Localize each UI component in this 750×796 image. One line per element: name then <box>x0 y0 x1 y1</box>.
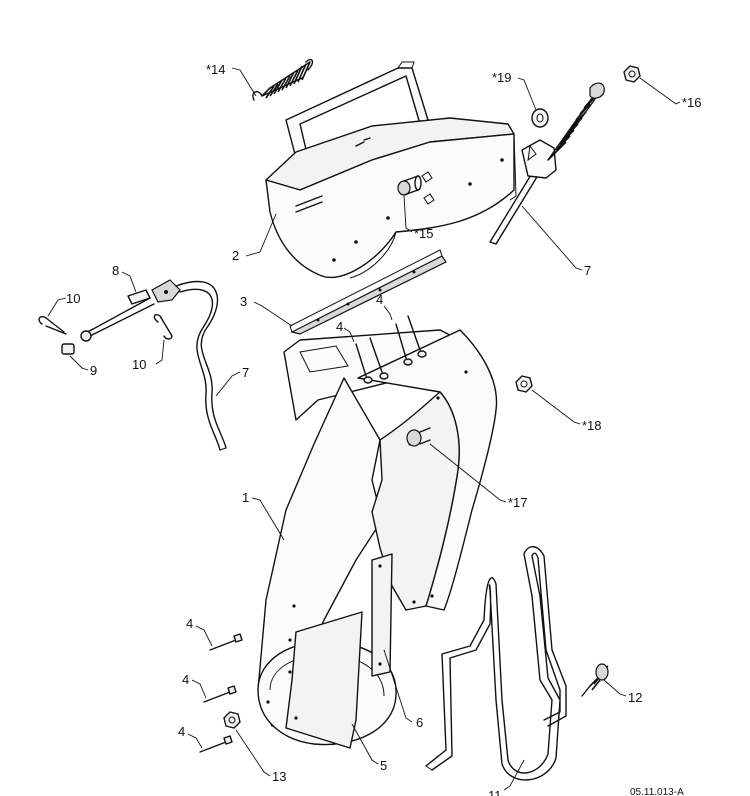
callout-1: 1 <box>242 490 249 505</box>
callout-11: 11 <box>488 788 502 796</box>
callout-15: *15 <box>414 226 434 241</box>
part-19-washer <box>531 108 549 128</box>
callout-5: 5 <box>380 758 387 773</box>
callout-14: *14 <box>206 62 226 77</box>
part-1-chute <box>257 329 498 749</box>
part-2-deflector <box>265 61 517 279</box>
callout-4-bottom-c: 4 <box>178 724 185 739</box>
part-13-nut <box>223 711 241 729</box>
callout-9: 9 <box>90 363 97 378</box>
callout-4-bottom-a: 4 <box>186 616 193 631</box>
callout-3: 3 <box>240 294 247 309</box>
callout-8: 8 <box>112 263 119 278</box>
callout-7-right: 7 <box>584 263 591 278</box>
callout-2: 2 <box>232 248 239 263</box>
callout-4-top-b: 4 <box>336 319 343 334</box>
callout-6: 6 <box>416 715 423 730</box>
callout-4-bottom-b: 4 <box>182 672 189 687</box>
part-12-spring <box>581 663 609 697</box>
callout-labels: *14 *19 *16 2 *15 7 8 10 9 10 7 3 4 4 *1… <box>66 62 702 796</box>
callout-12: 12 <box>628 690 642 705</box>
part-4-rivets-bottom <box>199 633 243 753</box>
callout-7-left: 7 <box>242 365 249 380</box>
part-3-plate <box>289 249 447 335</box>
callout-10-right: 10 <box>132 357 146 372</box>
callout-10-left: 10 <box>66 291 80 306</box>
left-cable-assembly <box>38 279 227 451</box>
part-16-nut <box>623 65 641 83</box>
part-18-nut <box>515 375 533 393</box>
reference-code: 05.11.013-A <box>630 787 684 796</box>
part-14-spring <box>252 58 314 101</box>
callout-18: *18 <box>582 418 602 433</box>
leader-lines <box>47 67 681 791</box>
callout-13: 13 <box>272 769 286 784</box>
part-4-rivets-top <box>355 315 427 384</box>
callout-17: *17 <box>508 495 528 510</box>
part-7-crank-rod <box>489 82 605 245</box>
callout-16: *16 <box>682 95 702 110</box>
callout-19: *19 <box>492 70 512 85</box>
callout-4-top-a: 4 <box>376 292 383 307</box>
part-11-rod <box>425 546 567 781</box>
